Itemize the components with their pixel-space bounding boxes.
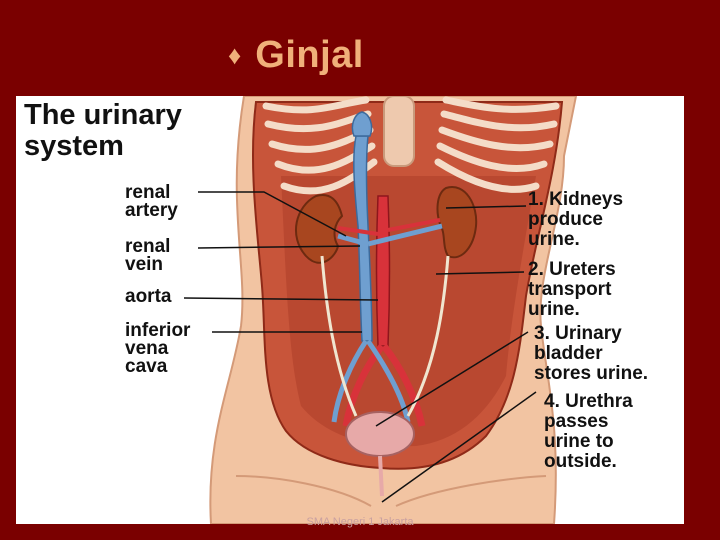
leader-bladder <box>375 331 529 427</box>
leader-renal-vein <box>197 245 361 249</box>
slide-footer: SMA Negeri 1 Jakarta <box>306 516 414 528</box>
groin-crease-right <box>395 475 547 507</box>
inferior-vena-cava <box>353 135 373 342</box>
rib-cage <box>262 96 560 195</box>
label-renal-vein: renal vein <box>125 236 171 275</box>
renal-vein-right <box>367 223 443 247</box>
figure-title: The urinary system <box>24 99 182 162</box>
label-ureters: 2. Ureters transport urine. <box>528 259 616 320</box>
groin-crease-left <box>235 475 372 507</box>
renal-artery-right <box>387 218 441 232</box>
label-inferior-vena-cava: inferior vena cava <box>125 320 191 377</box>
leader-ureters <box>435 271 525 275</box>
slide-title-text: Ginjal <box>255 33 364 76</box>
diamond-bullet-icon: ♦ <box>228 40 242 70</box>
label-renal-artery: renal artery <box>125 182 178 221</box>
label-aorta: aorta <box>125 286 172 307</box>
urinary-system-figure: The urinary system renal artery renal ve… <box>16 96 684 524</box>
leader-aorta <box>183 297 379 301</box>
leader-lines-left <box>183 191 379 333</box>
leader-kidneys <box>445 205 527 209</box>
iliac-veins <box>331 339 411 423</box>
aorta <box>375 195 391 347</box>
label-urinary-bladder: 3. Urinary bladder stores urine. <box>534 323 649 384</box>
vena-cava-top <box>351 111 373 137</box>
sternum <box>383 96 415 167</box>
leader-lines-right <box>375 205 537 503</box>
anatomy-illustration <box>183 96 578 524</box>
urethra <box>378 455 384 497</box>
urinary-bladder <box>345 411 415 457</box>
left-ureter <box>320 255 358 417</box>
label-kidneys: 1. Kidneys produce urine. <box>528 189 624 250</box>
slide-title: ♦ Ginjal <box>228 30 364 80</box>
label-urethra: 4. Urethra passes urine to outside. <box>544 391 633 472</box>
leader-renal-artery <box>198 191 347 237</box>
renal-artery-left <box>337 226 379 236</box>
leader-urethra <box>381 391 537 503</box>
renal-vein-left <box>337 233 361 245</box>
